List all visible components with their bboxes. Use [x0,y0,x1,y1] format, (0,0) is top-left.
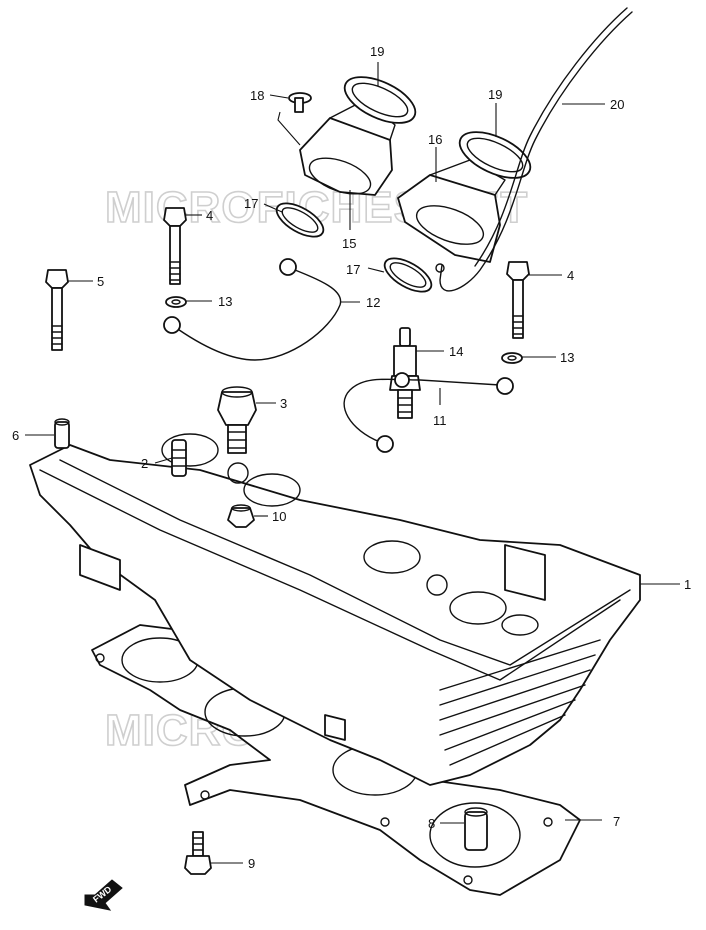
callout-11: 11 [433,413,447,428]
callout-17-right: 17 [346,262,360,277]
callout-2: 2 [141,456,148,471]
callout-10: 10 [272,509,286,524]
vacuum-hose [439,7,633,292]
callout-4-right: 4 [567,268,574,283]
union-bolt-right [506,261,530,339]
fwd-arrow-icon: FWD [84,879,123,911]
callout-15: 15 [342,236,356,251]
lower-bolt [184,831,212,875]
union-fitting [217,386,257,454]
callout-7: 7 [613,814,620,829]
screw [277,92,312,146]
washer-left [165,296,187,308]
callout-9: 9 [248,856,255,871]
callout-14: 14 [449,344,463,359]
dowel-pin [54,418,70,449]
callout-20: 20 [610,97,624,112]
cylinder-head [29,433,641,786]
callout-1: 1 [684,577,691,592]
leader-lines [25,62,680,864]
intake-pipe-left [299,99,396,196]
o-ring-right [383,257,433,293]
washer-right [501,352,523,364]
dowel-pin-lower [464,807,488,851]
callout-16: 16 [428,132,442,147]
callout-5: 5 [97,274,104,289]
callout-19-right: 19 [488,87,502,102]
o-ring-left [275,202,325,238]
clamp-left [343,76,417,124]
plug [227,504,255,528]
callout-13-left: 13 [218,294,232,309]
callout-3: 3 [280,396,287,411]
callout-4-left: 4 [206,208,213,223]
callout-17-left: 17 [244,196,258,211]
callout-13-right: 13 [560,350,574,365]
oil-pipe-right [343,372,514,453]
callout-18: 18 [250,88,264,103]
callout-6: 6 [12,428,19,443]
callout-12: 12 [366,295,380,310]
callout-8: 8 [428,816,435,831]
clamp-right [458,131,532,179]
oil-pipe-left [163,258,342,361]
callouts: 1 2 3 4 4 5 6 7 8 9 10 11 12 13 13 14 15… [12,44,691,871]
union-bolt-left [163,207,187,285]
callout-19-left: 19 [370,44,384,59]
stud-bolt [171,439,187,477]
head-bolt [45,269,69,351]
